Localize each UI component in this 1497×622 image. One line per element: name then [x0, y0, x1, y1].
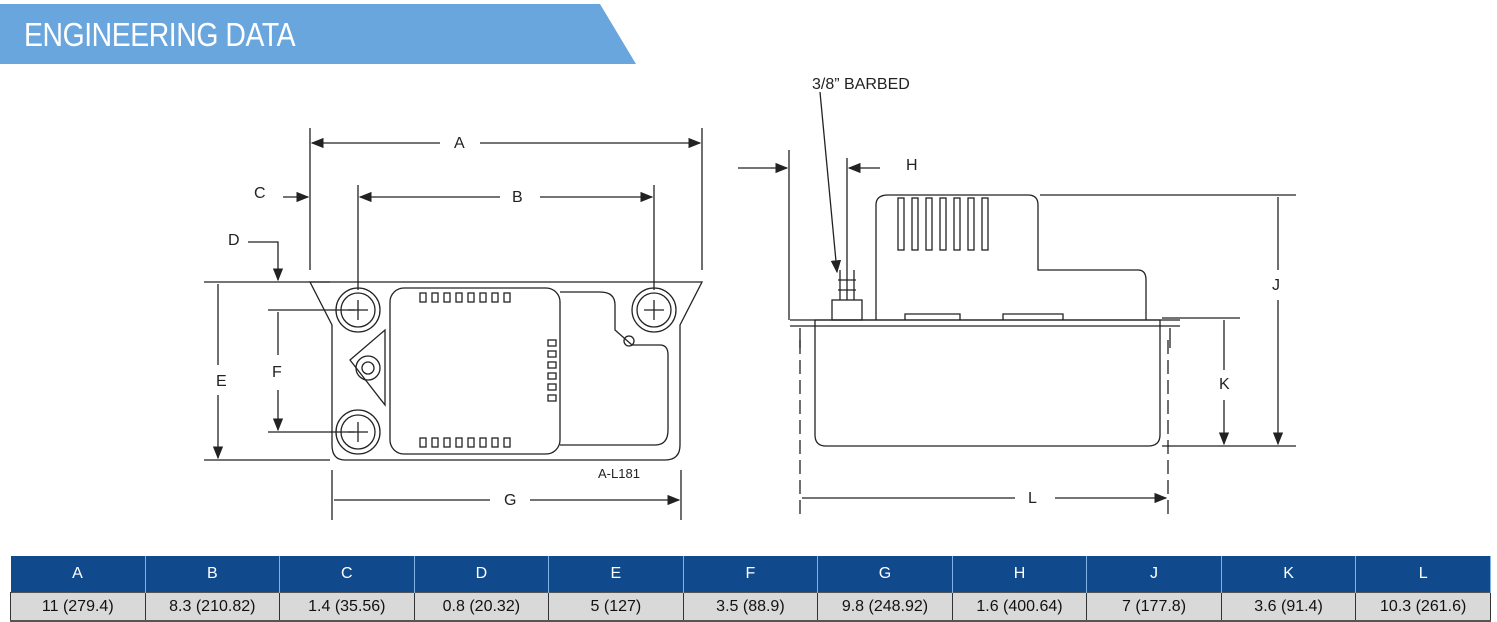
vent-slot — [897, 197, 905, 251]
dim-label-b: B — [512, 189, 523, 206]
model-label: A-L181 — [598, 466, 640, 481]
column-header-e: E — [548, 556, 684, 593]
vent-slot — [547, 361, 557, 369]
cell-k: 3.6 (91.4) — [1221, 592, 1357, 622]
dim-label-a: A — [454, 135, 465, 152]
vent-slot — [911, 197, 919, 251]
column-header-k: K — [1221, 556, 1357, 593]
cell-g: 9.8 (248.92) — [817, 592, 953, 622]
dim-label-e: E — [216, 373, 227, 390]
column-header-b: B — [145, 556, 281, 593]
vent-slot — [939, 197, 947, 251]
cell-l: 10.3 (261.6) — [1355, 592, 1491, 622]
top-view — [204, 128, 702, 520]
section-banner — [0, 4, 636, 64]
vent-slot — [419, 437, 427, 448]
vent-slot — [967, 197, 975, 251]
vent-slot — [547, 383, 557, 391]
vent-slot — [467, 437, 475, 448]
vent-slot — [547, 350, 557, 358]
vent-slot — [981, 197, 989, 251]
dim-label-l: L — [1028, 490, 1037, 507]
column-header-c: C — [279, 556, 415, 593]
vent-slot — [547, 339, 557, 347]
column-header-l: L — [1355, 556, 1491, 593]
vent-slot — [479, 292, 487, 303]
cell-d: 0.8 (20.32) — [414, 592, 550, 622]
vent-slot — [419, 292, 427, 303]
vent-slot — [479, 437, 487, 448]
side-view — [738, 91, 1296, 520]
vent-slot — [455, 437, 463, 448]
vent-slot — [925, 197, 933, 251]
cell-h: 1.6 (400.64) — [952, 592, 1088, 622]
cell-f: 3.5 (88.9) — [683, 592, 819, 622]
section-title: ENGINEERING DATA — [24, 16, 296, 53]
column-header-f: F — [683, 556, 819, 593]
column-header-g: G — [817, 556, 953, 593]
vent-slot — [547, 394, 557, 402]
table-row: 11 (279.4)8.3 (210.82)1.4 (35.56)0.8 (20… — [10, 592, 1491, 622]
vent-slot — [503, 437, 511, 448]
cell-j: 7 (177.8) — [1086, 592, 1222, 622]
vent-slot — [503, 292, 511, 303]
vent-slot — [467, 292, 475, 303]
dim-label-f: F — [272, 364, 282, 381]
vent-slot — [455, 292, 463, 303]
dim-label-k: K — [1219, 376, 1230, 393]
vent-slot — [431, 437, 439, 448]
vent-slot — [443, 437, 451, 448]
vent-slot — [443, 292, 451, 303]
dim-label-d: D — [228, 232, 240, 249]
vent-slot — [491, 292, 499, 303]
dim-label-j: J — [1272, 277, 1280, 294]
cell-b: 8.3 (210.82) — [145, 592, 281, 622]
barbed-fitting-label: 3/8” BARBED — [812, 76, 910, 93]
vent-slot — [431, 292, 439, 303]
vent-slot — [491, 437, 499, 448]
vent-slot — [547, 372, 557, 380]
dim-label-g: G — [504, 492, 516, 509]
column-header-d: D — [414, 556, 550, 593]
dim-label-h: H — [906, 157, 918, 174]
engineering-drawing: A B C D E F G H J K L 3/8” BARBED A-L181 — [204, 76, 1296, 520]
cell-a: 11 (279.4) — [10, 592, 146, 622]
column-header-a: A — [10, 556, 146, 593]
cell-c: 1.4 (35.56) — [279, 592, 415, 622]
vent-slot — [953, 197, 961, 251]
cell-e: 5 (127) — [548, 592, 684, 622]
column-header-j: J — [1086, 556, 1222, 593]
column-header-h: H — [952, 556, 1088, 593]
dim-label-c: C — [254, 185, 266, 202]
